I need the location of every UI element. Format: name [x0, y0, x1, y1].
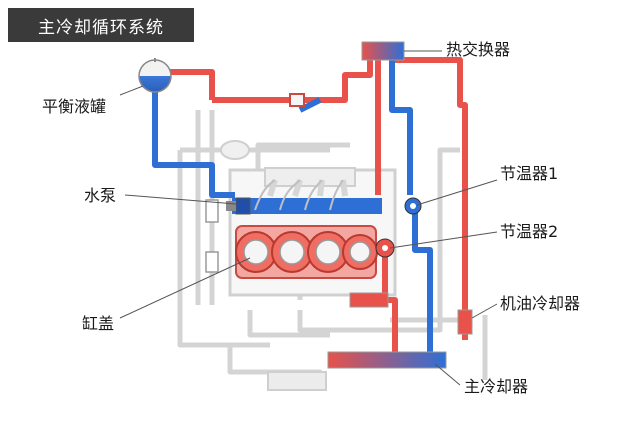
- thermostat-1: [404, 197, 422, 215]
- label-cylinder-head: 缸盖: [82, 314, 115, 333]
- heat-exchanger: [361, 41, 442, 61]
- diagram-title: 主冷却循环系统: [8, 8, 194, 42]
- label-expansion-tank: 平衡液罐: [42, 97, 107, 116]
- oil-cap: [220, 140, 250, 160]
- label-oil-cooler: 机油冷却器: [500, 294, 581, 313]
- main-radiator: [327, 351, 447, 369]
- thermostat-2: [375, 238, 395, 258]
- bypass-valve: [289, 93, 305, 107]
- manifold-runners: [254, 179, 344, 211]
- label-water-pump: 水泵: [84, 186, 117, 205]
- expansion-tank: [119, 58, 172, 96]
- oil-cooler: [349, 292, 473, 335]
- label-main-radiator: 主冷却器: [464, 377, 529, 396]
- label-heat-exchanger: 热交换器: [446, 40, 511, 59]
- intake-manifold: [267, 179, 348, 197]
- label-thermostat-1: 节温器1: [500, 164, 559, 183]
- oil-pan: [267, 371, 327, 391]
- label-thermostat-2: 节温器2: [500, 222, 559, 241]
- leader-lines: [119, 179, 498, 386]
- water-pump: [226, 197, 251, 215]
- cylinders: [235, 225, 378, 279]
